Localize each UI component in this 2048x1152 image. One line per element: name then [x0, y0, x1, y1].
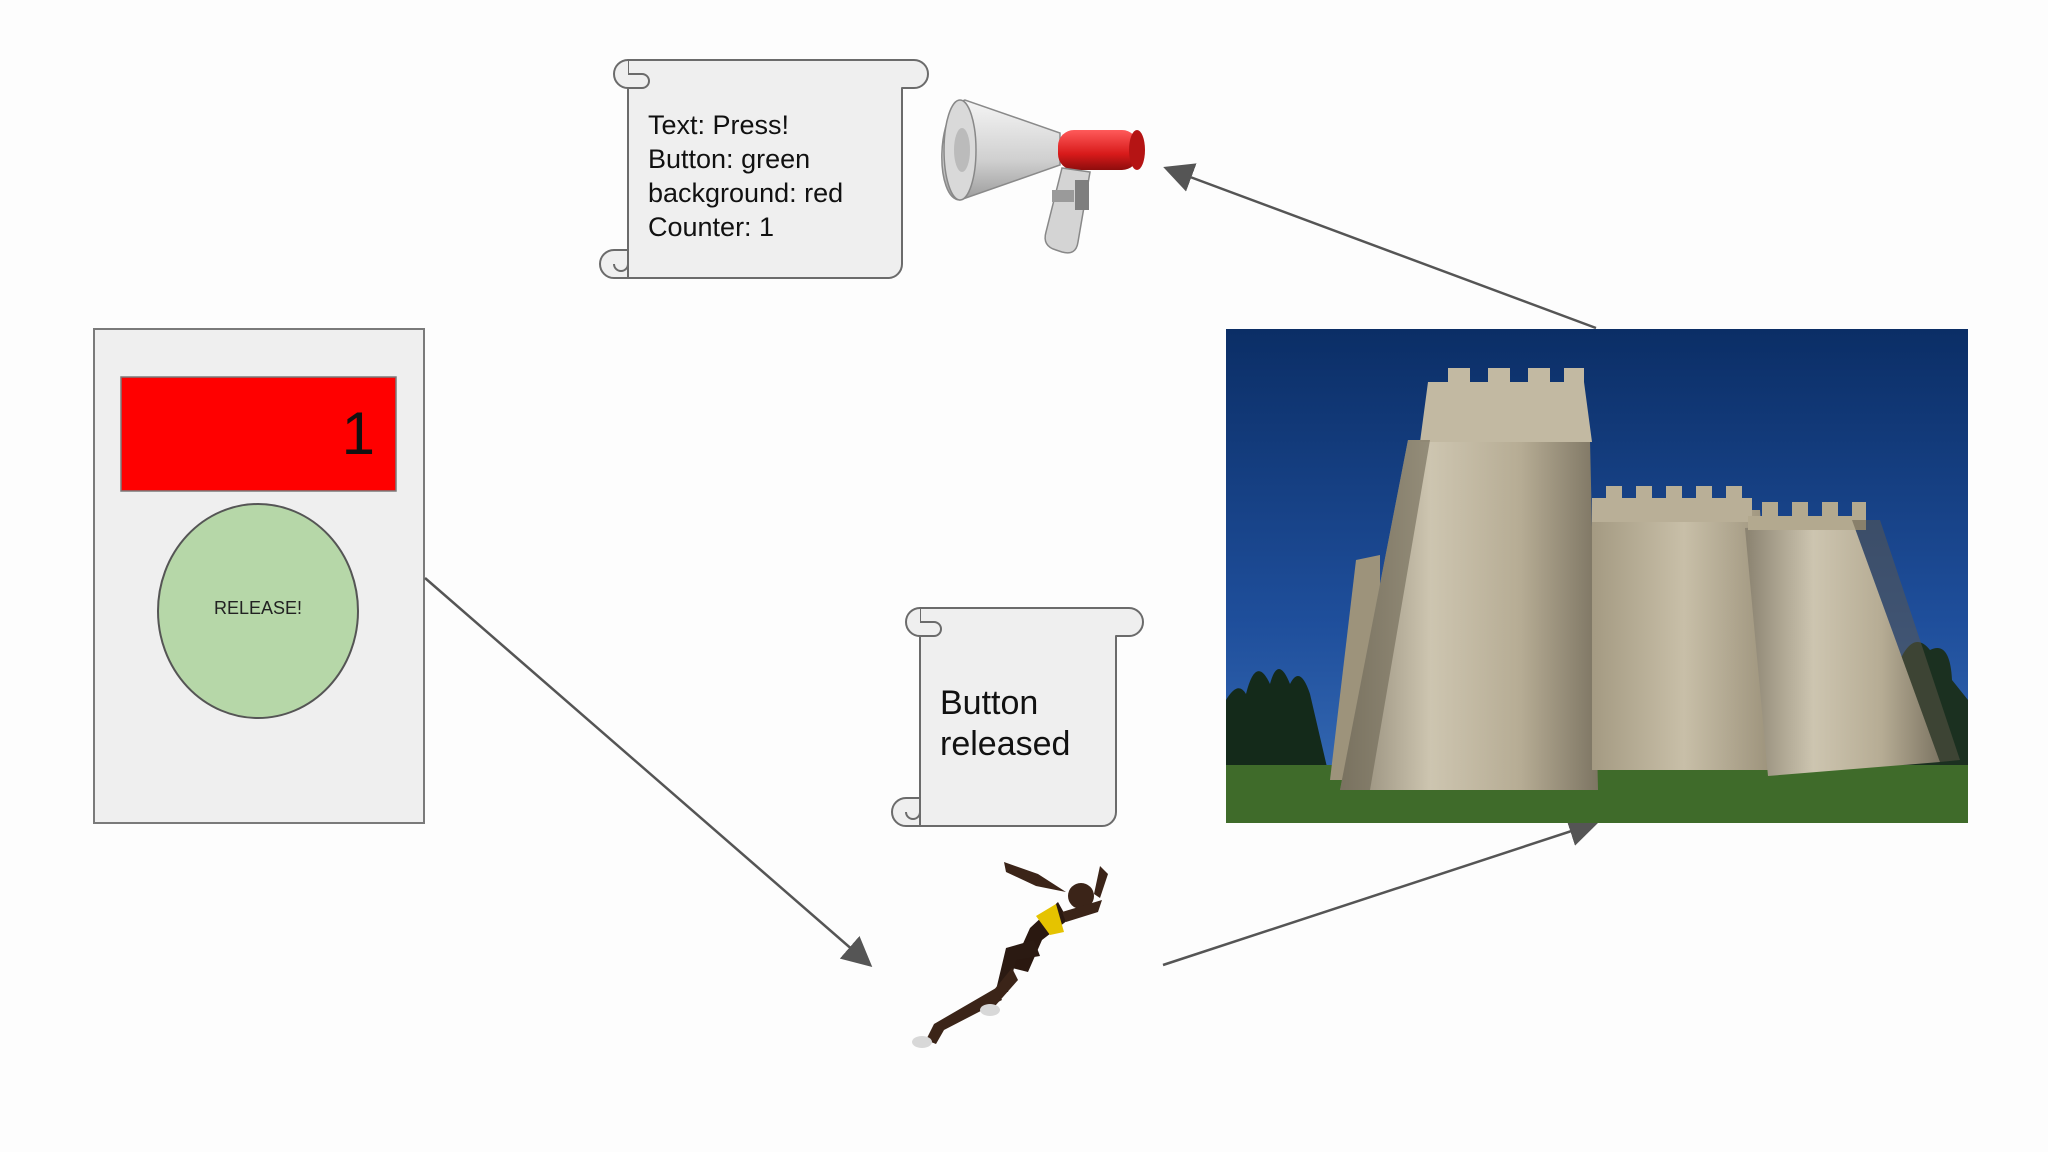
state-line-button: Button: green: [648, 144, 811, 174]
event-scroll: Button released: [940, 683, 1110, 765]
event-scroll-shape: [891, 607, 1144, 827]
state-scroll-shape: [599, 59, 929, 279]
counter-display: [120, 376, 397, 492]
event-line-2: released: [940, 725, 1071, 763]
megaphone-icon: [941, 99, 1145, 254]
arrow-phone-to-runner: [424, 577, 873, 967]
release-button-label: RELEASE!: [213, 598, 303, 618]
sprinter-icon: [912, 862, 1108, 1048]
event-line-1: Button: [940, 684, 1039, 722]
state-line-counter: Counter: 1: [648, 212, 775, 242]
arrow-runner-to-castle: [1162, 817, 1599, 967]
castle-icon: [1226, 329, 1968, 823]
state-line-text: Text: Press!: [648, 110, 790, 140]
release-button[interactable]: [157, 503, 359, 719]
state-line-background: background: red: [648, 178, 844, 208]
state-scroll: Text: Press! Button: green background: r…: [648, 108, 898, 244]
counter-value: 1: [341, 400, 375, 467]
arrow-castle-to-megaphone: [1163, 163, 1597, 330]
